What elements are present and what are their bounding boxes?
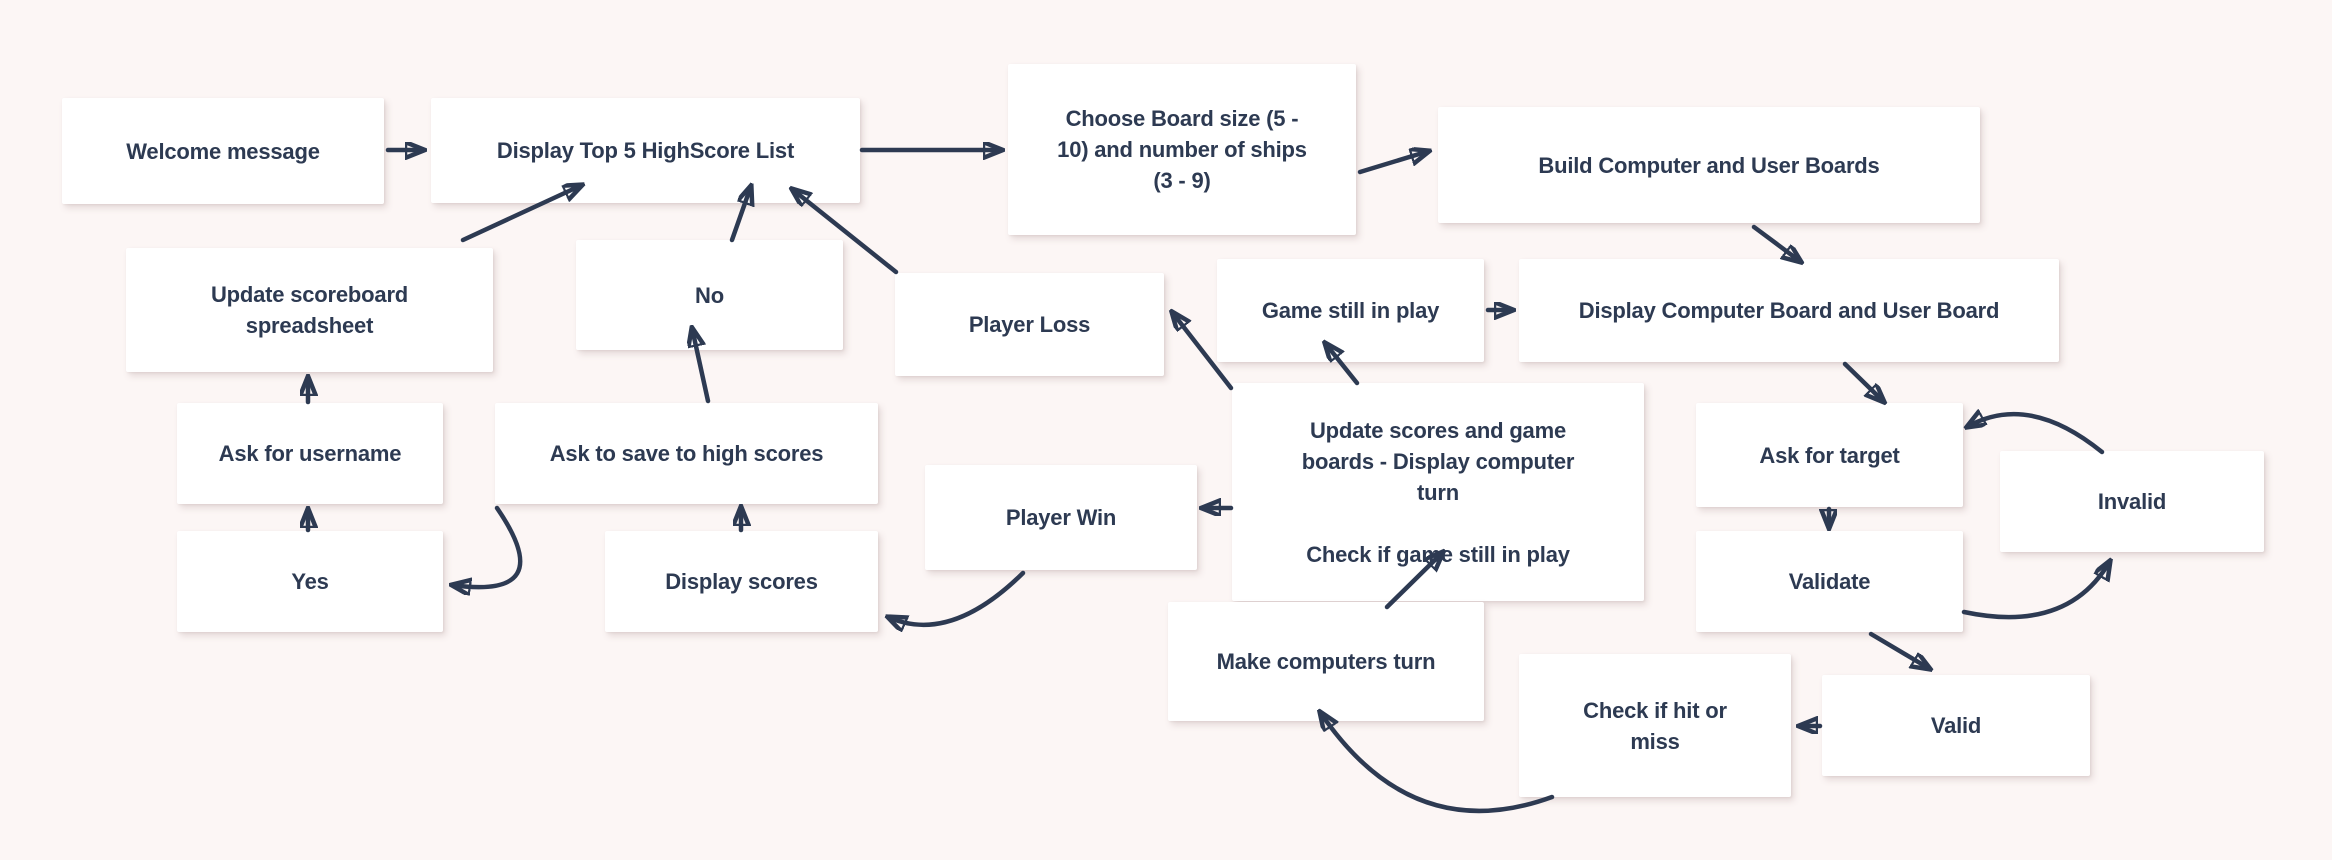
- node-valid[interactable]: Valid: [1822, 675, 2090, 776]
- node-validate[interactable]: Validate: [1696, 531, 1963, 632]
- node-label: Player Loss: [968, 312, 1091, 337]
- node-yes[interactable]: Yes: [177, 531, 443, 632]
- edge-update-scores-to-player-loss[interactable]: [1172, 312, 1234, 391]
- edge-no-to-top5[interactable]: [729, 186, 751, 243]
- node-label: Choose Board size (5 - 10) and number of…: [1057, 106, 1307, 193]
- node-label: Check if hit or miss: [1583, 697, 1727, 754]
- node-label: Welcome message: [126, 138, 320, 164]
- node-game-still-in-play[interactable]: Game still in play: [1217, 259, 1484, 362]
- edge-validate-to-valid[interactable]: [1868, 631, 1930, 669]
- node-label: Build Computer and User Boards: [1538, 152, 1880, 178]
- edge-make-turn-to-update-scores[interactable]: [1384, 552, 1443, 610]
- node-label: Ask for username: [218, 441, 402, 466]
- edge-build-boards-to-display-boards[interactable]: [1751, 224, 1801, 262]
- node-check-if-hit-or-miss[interactable]: Check if hit or miss: [1519, 654, 1791, 797]
- edge-player-win-to-display-scores[interactable]: [888, 570, 1026, 625]
- node-make-computers-turn[interactable]: Make computers turn: [1168, 602, 1484, 721]
- edge-ask-save-to-yes[interactable]: [452, 505, 523, 587]
- node-label: Invalid: [2097, 489, 2167, 514]
- node-player-loss[interactable]: Player Loss: [895, 273, 1164, 376]
- node-label: No: [695, 282, 724, 308]
- node-label: Game still in play: [1261, 298, 1440, 323]
- node-ask-to-save-to-high-scores[interactable]: Ask to save to high scores: [495, 403, 878, 504]
- node-label: Display scores: [665, 569, 818, 594]
- edge-invalid-to-ask-target[interactable]: [1967, 414, 2105, 455]
- node-update-scores-and-check[interactable]: Update scores and game boards - Display …: [1232, 383, 1644, 601]
- edge-choose-board-to-build-boards[interactable]: [1357, 151, 1429, 175]
- node-no[interactable]: No: [576, 240, 843, 350]
- edge-validate-to-invalid[interactable]: [1961, 561, 2110, 620]
- node-label: Display Top 5 HighScore List: [496, 138, 795, 163]
- node-label: Valid: [1930, 713, 1982, 738]
- node-label: Yes: [291, 569, 329, 594]
- node-ask-for-target[interactable]: Ask for target: [1696, 403, 1963, 507]
- node-display-computer-board-and-user-board[interactable]: Display Computer Board and User Board: [1519, 259, 2059, 362]
- edge-display-boards-to-ask-target[interactable]: [1842, 361, 1884, 402]
- edge-update-scores-to-game-still[interactable]: [1325, 343, 1360, 386]
- node-choose-board-size[interactable]: Choose Board size (5 - 10) and number of…: [1008, 64, 1356, 235]
- node-label: Validate: [1788, 569, 1871, 594]
- node-label: Update scoreboard spreadsheet: [210, 282, 409, 338]
- edge-check-hit-to-make-turn[interactable]: [1320, 712, 1555, 814]
- node-display-scores[interactable]: Display scores: [605, 531, 878, 632]
- node-label: Ask for target: [1759, 442, 1900, 468]
- node-build-computer-and-user-boards[interactable]: Build Computer and User Boards: [1438, 107, 1980, 223]
- node-ask-for-username[interactable]: Ask for username: [177, 403, 443, 504]
- edge-ask-save-to-no[interactable]: [692, 328, 711, 404]
- edge-player-loss-to-top5[interactable]: [792, 189, 899, 275]
- node-invalid[interactable]: Invalid: [2000, 451, 2264, 552]
- node-label: Ask to save to high scores: [549, 441, 824, 466]
- node-label: Update scores and game boards - Display …: [1301, 417, 1575, 567]
- node-label: Make computers turn: [1216, 649, 1436, 674]
- node-player-win[interactable]: Player Win: [925, 465, 1197, 570]
- node-label: Display Computer Board and User Board: [1578, 298, 2000, 323]
- node-welcome-message[interactable]: Welcome message: [62, 98, 384, 204]
- edge-update-scoreboard-to-top5[interactable]: [460, 185, 582, 243]
- node-update-scoreboard-spreadsheet[interactable]: Update scoreboard spreadsheet: [126, 248, 493, 372]
- node-label: Player Win: [1005, 505, 1117, 530]
